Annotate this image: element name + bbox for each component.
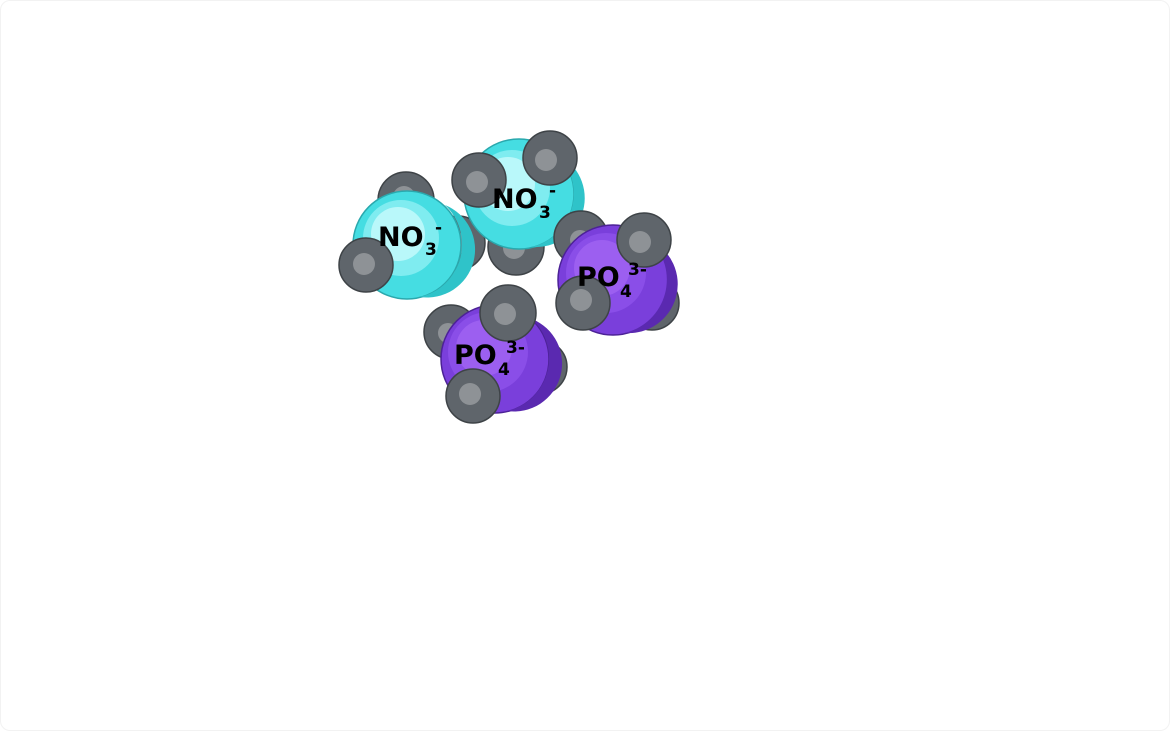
ion-formula-main: NO — [492, 184, 538, 215]
ion-formula-main: PO — [577, 262, 620, 293]
phosphate-ion: PO 4 3- — [423, 284, 568, 424]
ion-formula-charge: - — [549, 181, 556, 201]
ion-formula-charge: 3- — [628, 260, 647, 280]
oxygen-atom-front — [338, 237, 394, 293]
ion-formula-charge: 3- — [506, 338, 525, 358]
oxygen-atom-top — [479, 284, 537, 342]
oxygen-atom-front — [555, 275, 611, 331]
ion-formula-subscript: 4 — [498, 360, 510, 380]
ion-formula-subscript: 4 — [620, 282, 632, 302]
ion-formula-subscript: 3 — [539, 203, 551, 223]
oxygen-atom-right — [522, 130, 578, 186]
phosphate-ion: PO 4 3- — [553, 210, 680, 336]
oxygen-atom-front — [445, 368, 501, 424]
nitrate-ion: NO 3 - — [338, 171, 486, 300]
ion-formula-subscript: 3 — [425, 240, 437, 260]
ion-formula-main: NO — [378, 222, 424, 253]
nitrate-ion: NO 3 - — [451, 130, 585, 276]
ion-formula-main: PO — [454, 340, 497, 371]
ion-formula-charge: - — [435, 218, 442, 238]
oxygen-atom-left — [451, 152, 507, 208]
oxygen-atom-top-right — [616, 212, 672, 268]
